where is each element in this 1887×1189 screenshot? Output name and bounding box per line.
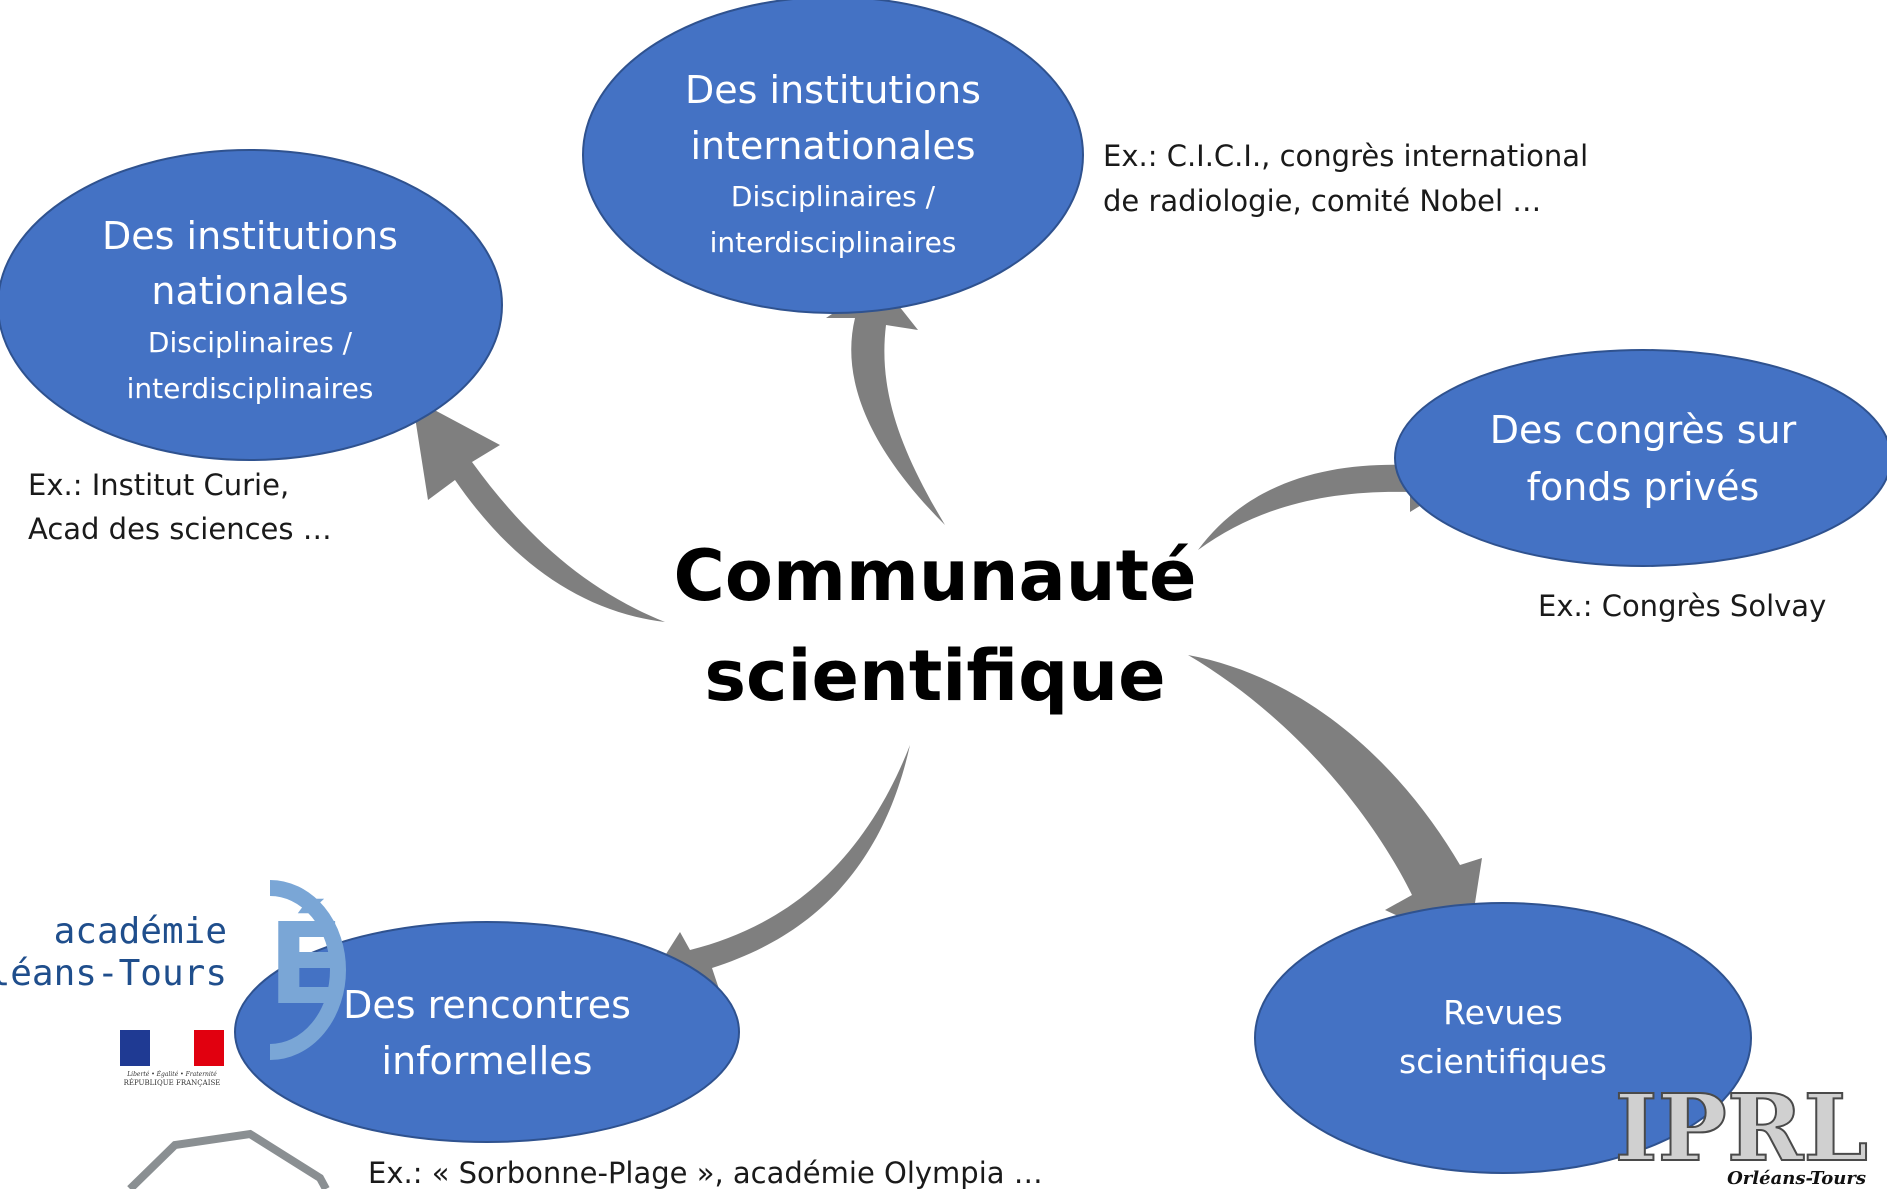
arrow-to-revues bbox=[1188, 655, 1482, 948]
republique-francaise-logo: Liberté • Égalité • Fraternité RÉPUBLIQU… bbox=[120, 1030, 224, 1087]
center-title-line-1: Communauté bbox=[673, 535, 1196, 617]
node-national-title-2: nationales bbox=[151, 269, 348, 313]
academie-logo: É académie Orléans-Tours bbox=[0, 880, 346, 1060]
node-national-title-1: Des institutions bbox=[102, 214, 398, 258]
node-revues-title-1: Revues bbox=[1443, 993, 1563, 1032]
note-international-2: de radiologie, comité Nobel … bbox=[1103, 184, 1541, 218]
node-congres-title-2: fonds privés bbox=[1527, 465, 1760, 509]
partial-outline-logo bbox=[127, 1129, 330, 1189]
academie-line-2: Orléans-Tours bbox=[0, 953, 227, 994]
node-rencontres-ellipse bbox=[234, 921, 740, 1143]
node-rencontres-title-2: informelles bbox=[382, 1039, 593, 1083]
flag-white-band bbox=[150, 1030, 194, 1066]
arrow-to-international bbox=[826, 282, 945, 525]
node-rencontres-title-1: Des rencontres bbox=[343, 983, 631, 1027]
republique-motto: Liberté • Égalité • Fraternité bbox=[126, 1070, 217, 1078]
node-revues-ellipse bbox=[1254, 902, 1752, 1174]
iprl-subtitle: Orléans-Tours bbox=[1727, 1168, 1866, 1189]
note-national-2: Acad des sciences … bbox=[28, 512, 332, 546]
node-congres-title-1: Des congrès sur bbox=[1490, 408, 1797, 452]
node-congres-ellipse bbox=[1394, 349, 1887, 567]
republique-name: RÉPUBLIQUE FRANÇAISE bbox=[124, 1078, 221, 1087]
node-international-title-1: Des institutions bbox=[685, 68, 981, 112]
node-national-ellipse bbox=[0, 149, 503, 461]
note-rencontres-1: Ex.: « Sorbonne-Plage », académie Olympi… bbox=[368, 1156, 1043, 1189]
note-international-1: Ex.: C.I.C.I., congrès international bbox=[1103, 139, 1588, 173]
academie-e-letter: É bbox=[268, 898, 345, 1030]
node-international-sub-1: Disciplinaires / bbox=[731, 180, 936, 213]
node-international-title-2: internationales bbox=[690, 124, 975, 168]
flag-red-band bbox=[194, 1030, 224, 1066]
note-congres-1: Ex.: Congrès Solvay bbox=[1538, 589, 1826, 623]
iprl-logo: IPRL Orléans-Tours bbox=[1614, 1073, 1869, 1189]
node-national-sub-1: Disciplinaires / bbox=[148, 326, 353, 359]
node-national-sub-2: interdisciplinaires bbox=[127, 372, 374, 405]
academie-line-1: académie bbox=[54, 911, 227, 952]
node-international-sub-2: interdisciplinaires bbox=[710, 226, 957, 259]
flag-blue-band bbox=[120, 1030, 150, 1066]
iprl-letters: IPRL bbox=[1615, 1074, 1868, 1182]
center-title-line-2: scientifique bbox=[704, 635, 1165, 717]
node-international-ellipse bbox=[582, 0, 1084, 314]
arrow-to-rencontres bbox=[640, 745, 910, 998]
academie-e-arc bbox=[269, 880, 346, 1060]
arrow-to-national bbox=[412, 398, 665, 622]
node-revues-title-2: scientifiques bbox=[1399, 1042, 1607, 1081]
note-national-1: Ex.: Institut Curie, bbox=[28, 468, 289, 502]
